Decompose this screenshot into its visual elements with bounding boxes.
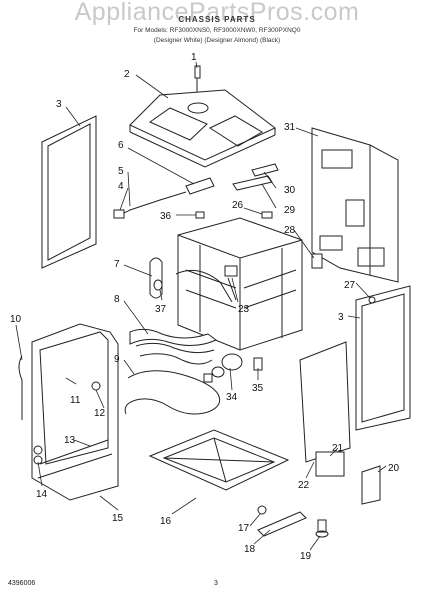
part-3-left-side-panel[interactable] (41, 115, 97, 269)
callout-2: 2 (124, 69, 130, 80)
callout-29: 29 (284, 205, 296, 216)
callout-6: 6 (118, 140, 124, 151)
part-12-screw[interactable] (91, 381, 101, 391)
part-36-fastener[interactable] (195, 211, 205, 219)
designer-colors: (Designer White) (Designer Almond) (Blac… (153, 37, 281, 44)
callout-31: 31 (284, 122, 296, 133)
part-7-broil-element[interactable] (149, 257, 163, 299)
leader-lines (15, 61, 387, 551)
callout-26: 26 (232, 200, 244, 211)
callout-7: 7 (114, 259, 120, 270)
callout-23: 23 (238, 304, 250, 315)
part-30-bracket[interactable] (251, 163, 279, 177)
callout-28: 28 (284, 225, 296, 236)
part-34-gas-valve[interactable] (203, 353, 243, 383)
part-26-clip[interactable] (261, 211, 273, 219)
callout-20: 20 (388, 463, 400, 474)
callout-13: 13 (64, 435, 76, 446)
part-6-valve[interactable] (185, 177, 215, 195)
callout-37: 37 (155, 304, 167, 315)
callout-3b: 3 (338, 312, 344, 323)
callout-16: 16 (160, 516, 172, 527)
part-31-right-side-panel[interactable] (311, 127, 399, 283)
callout-15: 15 (112, 513, 124, 524)
part-27-screw[interactable] (368, 296, 376, 304)
callout-30: 30 (284, 185, 296, 196)
part-14-fastener[interactable] (33, 445, 43, 465)
oven-cavity (177, 217, 303, 351)
callout-8: 8 (114, 294, 120, 305)
callout-11: 11 (70, 395, 81, 406)
part-number-footer: 4396006 (8, 580, 36, 587)
callout-4: 4 (118, 181, 124, 192)
part-3-right-side-panel[interactable] (355, 285, 411, 431)
callout-1: 1 (191, 52, 197, 63)
callout-3: 3 (56, 99, 62, 110)
callout-10: 10 (10, 314, 22, 325)
callout-36: 36 (160, 211, 172, 222)
callout-22: 22 (298, 480, 310, 491)
part-1-pin[interactable] (194, 65, 201, 92)
part-10-gasket[interactable] (18, 355, 23, 420)
part-8-bake-element[interactable] (129, 328, 217, 365)
callout-17: 17 (238, 523, 250, 534)
callout-labels: 1 2 3 31 6 30 5 4 36 26 29 28 7 37 23 27… (10, 52, 400, 562)
callout-9: 9 (114, 354, 120, 365)
part-28-bracket[interactable] (311, 253, 323, 269)
model-list: For Models: RF3000XNS0, RF3000XNW0, RF30… (133, 27, 301, 34)
part-37-sensor[interactable] (175, 269, 233, 303)
part-18-rail[interactable] (257, 511, 307, 537)
callout-21: 21 (332, 443, 344, 454)
part-17-pin[interactable] (257, 505, 267, 515)
callout-18: 18 (244, 544, 256, 555)
page-number: 3 (214, 580, 218, 587)
callout-35: 35 (252, 383, 264, 394)
callout-19: 19 (300, 551, 312, 562)
part-23-igniter[interactable] (224, 265, 238, 301)
callout-27: 27 (344, 280, 356, 291)
callout-12: 12 (94, 408, 106, 419)
part-5-4-valve-wire[interactable] (113, 191, 187, 219)
front-frame[interactable] (31, 323, 119, 501)
part-9-element[interactable] (124, 370, 221, 415)
diagram-title: CHASSIS PARTS (178, 15, 256, 24)
part-19-leveler[interactable] (315, 519, 329, 538)
part-2-burner-box[interactable] (129, 89, 276, 168)
part-20-trim[interactable] (361, 465, 381, 505)
part-22-heat-shield[interactable] (299, 341, 351, 463)
callout-34: 34 (226, 392, 238, 403)
watermark: AppliancePartsPros.com (74, 0, 360, 26)
part-29-rail[interactable] (232, 175, 273, 191)
part-16-broiler-pan[interactable] (148, 429, 290, 491)
callout-5: 5 (118, 166, 124, 177)
callout-14: 14 (36, 489, 48, 500)
